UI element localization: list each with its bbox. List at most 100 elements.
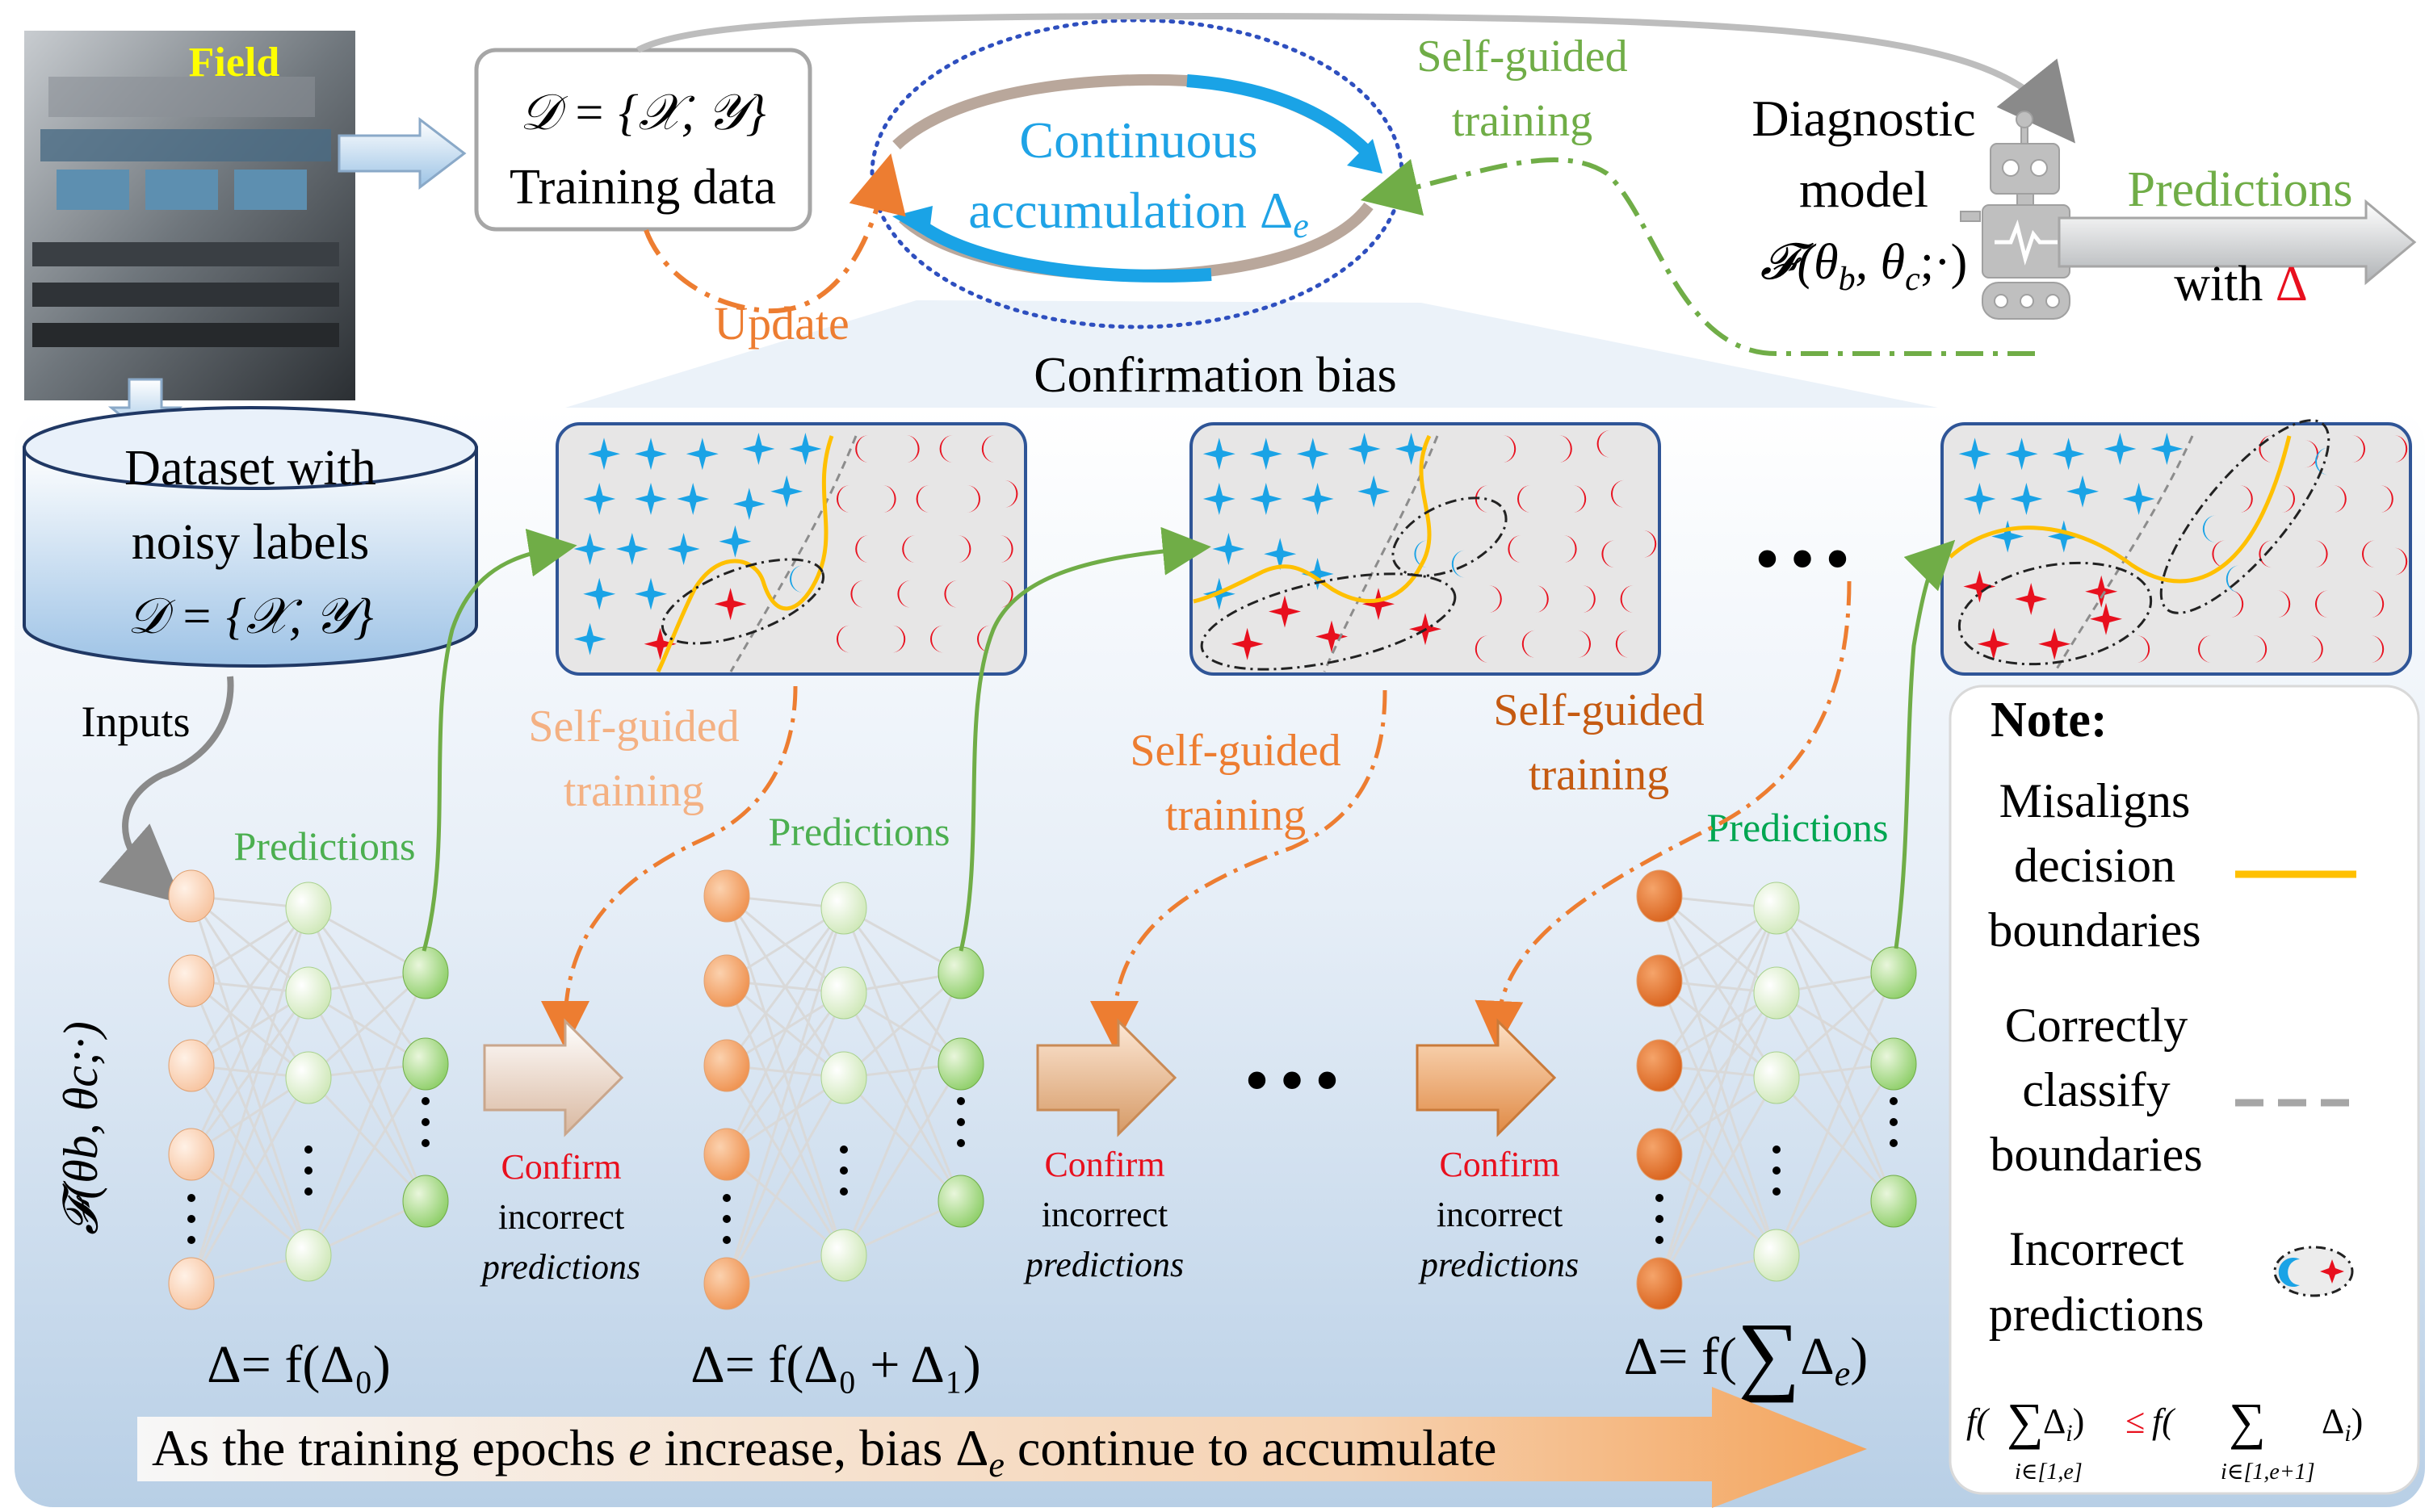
input-node <box>168 1039 215 1092</box>
ellipsis-dot <box>957 1139 965 1147</box>
delta-label-2: Δ= f(Δ₀ + Δ₁) <box>690 1335 981 1394</box>
svg-text:incorrect: incorrect <box>1437 1195 1563 1234</box>
field-to-model-arc <box>636 12 2076 144</box>
correct-boundary-line <box>729 435 858 672</box>
note-title: Note: <box>1991 693 2108 748</box>
ellipsis-dot <box>1772 1166 1781 1175</box>
input-node <box>1636 1257 1683 1310</box>
svg-text:Δi): Δi) <box>2043 1401 2084 1447</box>
class-star-marker <box>686 438 719 471</box>
misaligned-boundary-line <box>656 435 834 673</box>
note-misaligns-1: Misaligns <box>1999 774 2191 827</box>
svg-text:Confirm: Confirm <box>1439 1145 1559 1184</box>
scatter1-to-confirm1-arrow <box>541 685 798 1049</box>
output-node <box>1870 946 1917 999</box>
note-incorrect-2: predictions <box>1989 1288 2205 1341</box>
class-star-marker <box>2038 627 2071 660</box>
accumulation-bottom-arrow-blue <box>912 216 1212 283</box>
scatter-panel-1 <box>556 422 1027 676</box>
self-guided-1-line1: Self-guided <box>528 702 739 752</box>
dataset-line2: noisy labels <box>132 515 369 570</box>
class-star-marker <box>1301 558 1334 590</box>
class-star-marker <box>1357 475 1391 508</box>
delta-label-1: Δ= f(Δ₀) <box>207 1335 391 1394</box>
self-guided-top-arrow <box>1360 157 2035 356</box>
dataset-line1: Dataset with <box>124 441 376 496</box>
class-star-marker <box>1963 570 1996 603</box>
class-star-marker <box>583 577 616 610</box>
svg-text:predictions: predictions <box>1418 1245 1579 1284</box>
delta-label-3: Δ= f(∑Δe) <box>1624 1305 1869 1403</box>
class-star-marker <box>2104 433 2137 465</box>
hidden-node <box>285 882 332 935</box>
class-star-marker <box>2090 602 2122 635</box>
ellipsis-dot <box>1890 1139 1898 1147</box>
incorrect-prediction-ellipse <box>1957 561 2153 666</box>
ellipsis-dot <box>422 1097 430 1105</box>
predictions-label-1: Predictions <box>234 823 416 869</box>
class-star-marker <box>2005 438 2038 471</box>
ellipsis-to-confirm3-arrow <box>1475 580 1852 1049</box>
scatter-panel-3 <box>1940 419 2412 676</box>
net2-to-scatter2-arrow <box>959 526 1211 952</box>
class-star-marker <box>2085 575 2118 608</box>
ellipsis-dot <box>723 1215 731 1223</box>
class-star-marker <box>719 525 752 558</box>
diagnostic-formula: 𝓕(θb, θc;·) <box>1760 235 1968 298</box>
dataset-line3: 𝒟 = {𝒳, 𝒴} <box>128 589 374 644</box>
ellipsis-dot <box>957 1097 965 1105</box>
ellipsis-dot <box>1655 1194 1663 1202</box>
input-node <box>1636 954 1683 1007</box>
dataset-cylinder <box>23 406 478 668</box>
class-star-marker <box>789 433 822 465</box>
self-guided-top-line2: training <box>1452 96 1592 146</box>
confirm-arrow-2 <box>1036 1018 1177 1137</box>
ellipsis-dot <box>1772 1146 1781 1154</box>
svg-text:f(: f( <box>2152 1401 2175 1441</box>
svg-text:Confirm: Confirm <box>501 1147 621 1187</box>
diagnostic-line1: Diagnostic <box>1751 90 1975 147</box>
input-node <box>1636 1039 1683 1092</box>
class-star-marker <box>1362 588 1395 621</box>
self-guided-3-line2: training <box>1529 750 1669 800</box>
incorrect-prediction-ellipse <box>1200 572 1457 671</box>
ellipsis-dot <box>187 1215 195 1223</box>
model-vertical-label: 𝓕(θb, θc;·) <box>54 1021 107 1235</box>
svg-text:incorrect: incorrect <box>1042 1195 1168 1234</box>
note-correctly-3: boundaries <box>1990 1128 2202 1181</box>
output-node <box>402 1175 449 1228</box>
confirmation-bias-funnel <box>565 300 1938 408</box>
ellipsis-dot <box>187 1236 195 1244</box>
class-star-marker <box>2066 475 2099 508</box>
class-star-marker <box>714 588 747 621</box>
field-label: Field <box>189 40 280 86</box>
ellipsis-dot <box>304 1187 313 1196</box>
hidden-node <box>1753 966 1800 1020</box>
ellipsis-top: ••• <box>1755 519 1861 599</box>
hidden-node <box>1753 1051 1800 1104</box>
neural-network-2 <box>703 869 984 1310</box>
ellipsis-dot <box>304 1166 313 1175</box>
predictions-label-2: Predictions <box>769 809 950 854</box>
confirm-label-3: Confirm incorrect predictions <box>1418 1145 1579 1284</box>
ellipsis-dot <box>840 1146 848 1154</box>
update-arrow <box>644 153 906 314</box>
class-star-marker <box>1395 433 1428 465</box>
input-node <box>168 1257 215 1310</box>
training-data-label: Training data <box>510 160 776 215</box>
accumulation-bottom-arrowhead <box>892 206 933 238</box>
input-node <box>703 1257 750 1310</box>
hidden-node <box>285 1051 332 1104</box>
ellipsis-dot <box>187 1194 195 1202</box>
bottom-banner-text: As the training epochs e increase, bias … <box>152 1419 1496 1485</box>
incorrect-prediction-ellipse <box>661 558 825 645</box>
class-star-marker <box>573 533 606 565</box>
confirm-label-1: Confirm incorrect predictions <box>480 1147 640 1287</box>
note-correctly-1: Correctly <box>2005 999 2188 1052</box>
self-guided-2-line1: Self-guided <box>1130 726 1340 776</box>
incorrect-prediction-ellipse <box>2159 419 2330 614</box>
class-star-marker <box>1212 533 1245 565</box>
self-guided-top-line1: Self-guided <box>1416 31 1627 82</box>
hidden-node <box>820 882 867 935</box>
class-star-marker <box>588 438 620 471</box>
